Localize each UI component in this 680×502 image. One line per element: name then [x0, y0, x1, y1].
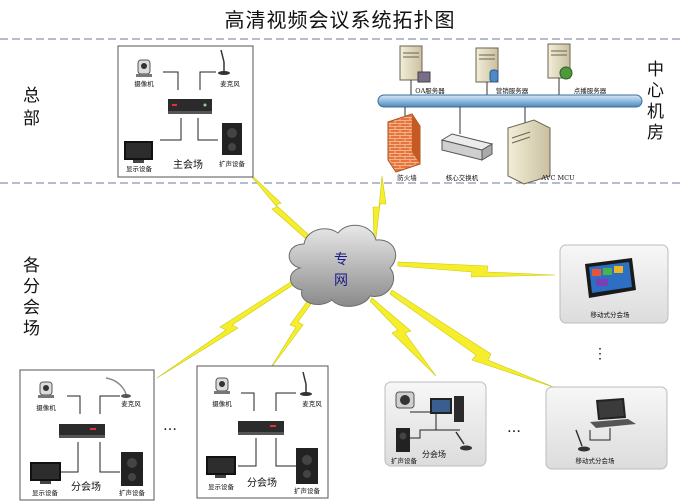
hq-site-name: 主会场: [173, 158, 203, 171]
marketing-server-icon: [475, 47, 499, 96]
branch-1-connectors: [60, 395, 120, 473]
branch-1-name: 分会场: [71, 480, 101, 493]
branch-2-speaker-label: 扩声设备: [294, 486, 321, 495]
region-branches-text: 各分会场: [19, 256, 39, 340]
hq-connectors: [160, 71, 218, 141]
ellipsis-2: …: [507, 420, 521, 436]
branch-1-camera-label: 摄像机: [36, 403, 56, 412]
branch-1-speaker-label: 扩声设备: [119, 488, 146, 497]
diagram-title: 高清视频会议系统拓扑图: [224, 8, 456, 32]
mobile-2-panel: [545, 386, 668, 470]
hq-camera-icon: [136, 59, 152, 77]
vod-server-label: 点播服务器: [574, 86, 607, 95]
branch-3-speaker-label: 扩声设备: [391, 456, 418, 465]
network-label-1: 专: [334, 252, 348, 268]
branch-2-mic-label: 麦克风: [302, 399, 322, 408]
branch-3-name: 分会场: [422, 449, 446, 459]
branch-1-display-label: 显示设备: [32, 488, 59, 497]
mobile-2-laptop-icon: [590, 398, 636, 428]
region-hq-text: 总部: [19, 86, 39, 132]
mobile-2-mic-icon: [575, 429, 590, 452]
mcu-icon: [507, 119, 551, 185]
backbone-bus: [377, 94, 643, 108]
link-branch3: [369, 297, 437, 377]
branch-1-display-icon: [30, 462, 61, 484]
branch-1-codec-icon: [59, 424, 105, 438]
core-switch-icon: [440, 133, 494, 161]
branch-2-connectors: [238, 392, 296, 467]
hq-display-icon: [124, 141, 153, 163]
hq-speaker-label: 扩声设备: [219, 159, 246, 168]
branch-2-display-icon: [206, 456, 236, 478]
branch-2-name: 分会场: [247, 476, 277, 489]
link-branch1: [156, 275, 303, 379]
vod-server-icon: [547, 43, 573, 96]
branch-2-camera-label: 摄像机: [212, 399, 232, 408]
branch-3-camera-icon: [395, 391, 415, 409]
branch-3-pc-icon: [430, 396, 464, 422]
region-label-center: 中心机房: [640, 60, 663, 152]
site-name-labels: 主会场 分会场 分会场 分会场: [71, 158, 446, 493]
branch-2-codec-icon: [238, 421, 284, 435]
network-label-2: 网: [334, 273, 348, 289]
branch-2-speaker-icon: [296, 448, 318, 484]
link-branch2: [267, 291, 319, 373]
oa-server-icon: [399, 45, 431, 96]
link-mobile1: [397, 261, 556, 278]
oa-server-label: OA服务器: [415, 86, 445, 95]
link-firewall: [372, 175, 387, 239]
hq-display-label: 显示设备: [126, 164, 153, 173]
branch-3-speaker-icon: [396, 428, 410, 452]
branch-1-mic-label: 麦克风: [121, 399, 141, 408]
wireless-links: [156, 169, 557, 389]
private-network-cloud: [288, 224, 397, 307]
center-connectors: [404, 107, 526, 134]
branch-1-speaker-icon: [121, 452, 143, 486]
core-switch-label: 核心交换机: [446, 173, 479, 182]
hq-mic-icon: [218, 49, 230, 75]
branch-2-mic-icon: [300, 371, 312, 396]
firewall-icon: [387, 113, 421, 173]
branch-1-mic-icon: [105, 377, 131, 398]
mobile-2-name-label: 移动式分会场: [576, 456, 616, 465]
ellipses: … … ⋮: [163, 346, 607, 436]
network-label: 专 网: [334, 252, 348, 289]
hq-mic-label: 麦克风: [220, 79, 240, 88]
hq-codec-icon: [168, 99, 212, 114]
mobile-1-tablet-icon: [585, 258, 636, 298]
firewall-label: 防火墙: [397, 173, 417, 182]
labels: 摄像机 麦克风 显示设备 扩声设备 OA服务器 营销服务器 点播服务器 防火墙 …: [32, 79, 630, 497]
vertical-ellipsis: ⋮: [593, 346, 607, 362]
hq-speaker-icon: [222, 123, 242, 155]
mobile-2-connectors: [589, 428, 611, 441]
marketing-server-label: 营销服务器: [496, 86, 529, 95]
branch-2-camera-icon: [214, 377, 230, 394]
mcu-label: AVC MCU: [540, 174, 575, 182]
branch-2-display-label: 显示设备: [208, 482, 235, 491]
region-center-text: 中心机房: [643, 60, 663, 144]
hq-camera-label: 摄像机: [134, 79, 154, 88]
ellipsis-1: …: [163, 418, 177, 434]
region-label-branches: 各分会场: [16, 256, 39, 348]
link-mobile2: [389, 289, 557, 389]
mobile-1-name-label: 移动式分会场: [591, 310, 631, 319]
branch-1-camera-icon: [38, 381, 54, 398]
branch-3-mic-icon: [455, 431, 472, 451]
link-hq: [245, 169, 311, 239]
region-label-hq: 总部: [16, 86, 39, 140]
